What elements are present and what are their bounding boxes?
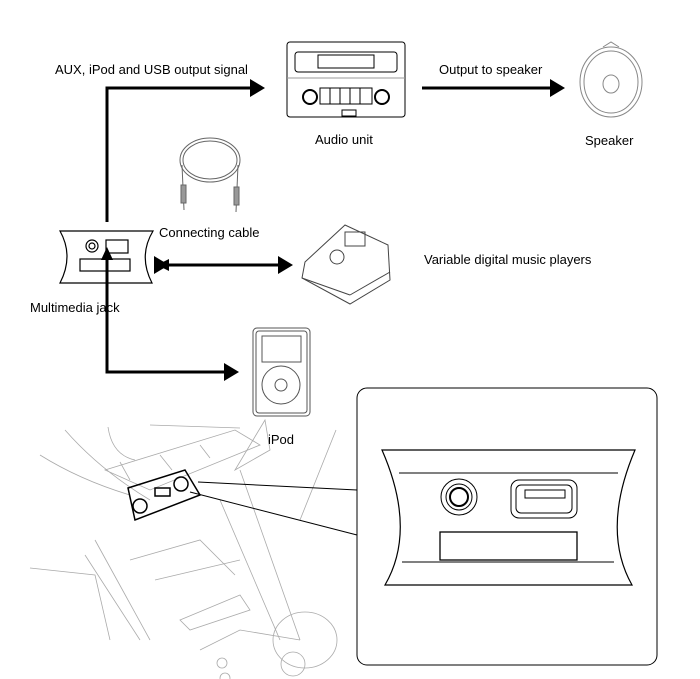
- output-to-speaker-label: Output to speaker: [439, 62, 543, 77]
- console-illustration: [29, 418, 338, 679]
- music-player-icon: [301, 224, 391, 305]
- speaker-icon: [579, 41, 643, 118]
- audio-unit-icon: [286, 41, 406, 118]
- arrow-signal: [105, 79, 265, 222]
- multimedia-jack-icon: [58, 230, 155, 284]
- signal-label: AUX, iPod and USB output signal: [55, 62, 248, 77]
- music-players-label: Variable digital music players: [424, 252, 592, 267]
- console-multimedia-jack: [127, 469, 202, 522]
- connecting-cable-label: Connecting cable: [159, 225, 260, 240]
- connecting-cable-icon: [179, 137, 241, 213]
- callout-lines: [189, 481, 358, 536]
- audio-unit-label: Audio unit: [315, 132, 373, 147]
- ipod-label: iPod: [268, 432, 295, 447]
- arrow-jack-music-player: [154, 256, 293, 274]
- ipod-icon: [252, 327, 311, 417]
- speaker-label: Speaker: [585, 133, 634, 148]
- multimedia-jack-label: Multimedia jack: [30, 300, 120, 315]
- detail-box: [356, 387, 658, 666]
